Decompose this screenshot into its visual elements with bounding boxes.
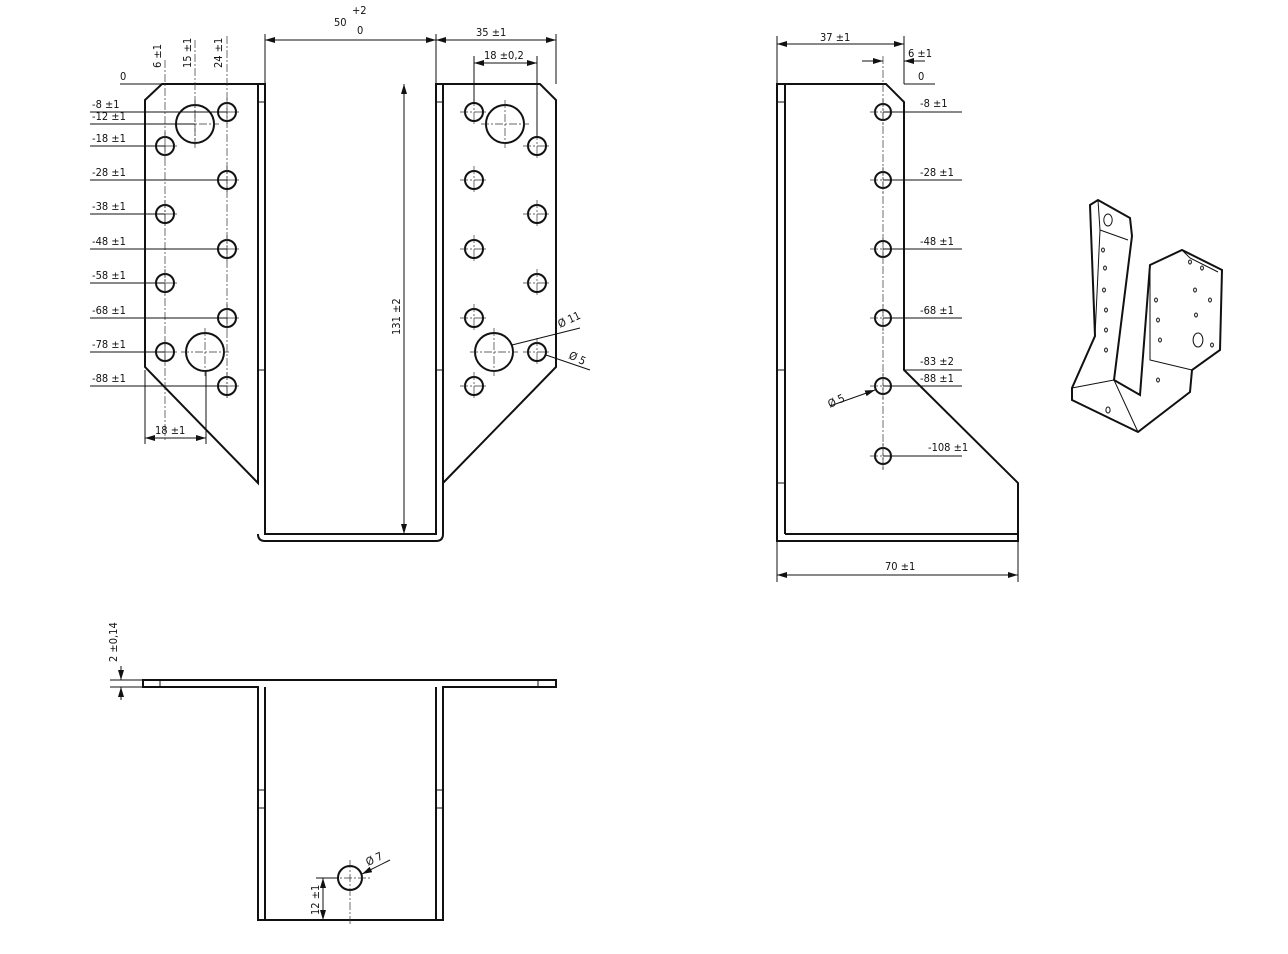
iso-hole [1103,213,1113,227]
width-dim: 50 [334,16,347,29]
row-dim: -88 ±1 [92,372,126,385]
hole-offset-dim: 12 ±1 [309,885,322,915]
row-dim: -48 ±1 [92,235,126,248]
iso-hole [1193,287,1197,293]
base-width-dim: 70 ±1 [885,560,915,573]
row-dim: -83 ±2 [920,355,954,368]
row-dim: -68 ±1 [92,304,126,317]
row-dim: -8 ±1 [920,97,948,110]
row-dim: -28 ±1 [92,166,126,179]
row-dim: -48 ±1 [920,235,954,248]
col-dim: 15 ±1 [181,38,194,68]
iso-hole [1192,332,1204,348]
width-dim: 37 ±1 [820,31,850,44]
hole-dia: Ø 5 [826,392,847,411]
iso-hole [1104,307,1108,313]
flange-width-dim: 35 ±1 [476,26,506,39]
row-dim: -18 ±1 [92,132,126,145]
row-dim: -78 ±1 [92,338,126,351]
iso-hole [1194,312,1198,318]
large-hole-dia: Ø 11 [556,309,583,331]
hole-dia: Ø 7 [364,850,385,869]
zero-label: 0 [120,70,126,83]
thickness-dim: 2 ±0,14 [107,622,120,662]
iso-hole [1105,406,1111,414]
side-view: 37 ±1 6 ±1 0 -8 ±1 -28 ±1 -48 ±1 -68 ±1 -83 … [776,31,1019,582]
isometric-view [1071,198,1224,434]
row-dim: -12 ±1 [92,110,126,123]
row-dim: -108 ±1 [928,441,968,454]
front-view: 50 +2 0 35 ±1 18 ±0,2 131 ±2 0 6 ±1 15 ±… [90,4,591,542]
iso-hole [1102,287,1106,293]
iso-hole [1101,247,1105,253]
row-dim: -68 ±1 [920,304,954,317]
iso-hole [1200,265,1204,271]
row-dim: -38 ±1 [92,200,126,213]
iso-hole [1208,297,1212,303]
iso-hole [1103,265,1107,271]
row-dim: -88 ±1 [920,372,954,385]
bottom-view: 2 ±0,14 12 ±1 Ø 7 [107,622,557,925]
zero-label: 0 [918,70,924,83]
iso-hole [1188,259,1192,265]
iso-hole [1158,337,1162,343]
row-dim: -8 ±1 [92,98,120,111]
small-hole-dia: Ø 5 [567,349,588,368]
offset-dim: 6 ±1 [908,47,932,60]
col-dim: 24 ±1 [212,38,225,68]
hole-spacing-dim: 18 ±0,2 [484,49,524,62]
iso-hole [1210,342,1214,348]
row-dim: -58 ±1 [92,269,126,282]
iso-hole [1156,317,1160,323]
iso-hole [1104,347,1108,353]
row-dim: -28 ±1 [920,166,954,179]
iso-hole [1104,327,1108,333]
width-tol-lower: 0 [357,24,363,37]
width-tol-upper: +2 [352,4,367,17]
bottom-dim: 18 ±1 [155,424,185,437]
iso-hole [1156,377,1160,383]
height-dim: 131 ±2 [390,298,403,335]
col-dim: 6 ±1 [151,44,164,68]
iso-hole [1154,297,1158,303]
